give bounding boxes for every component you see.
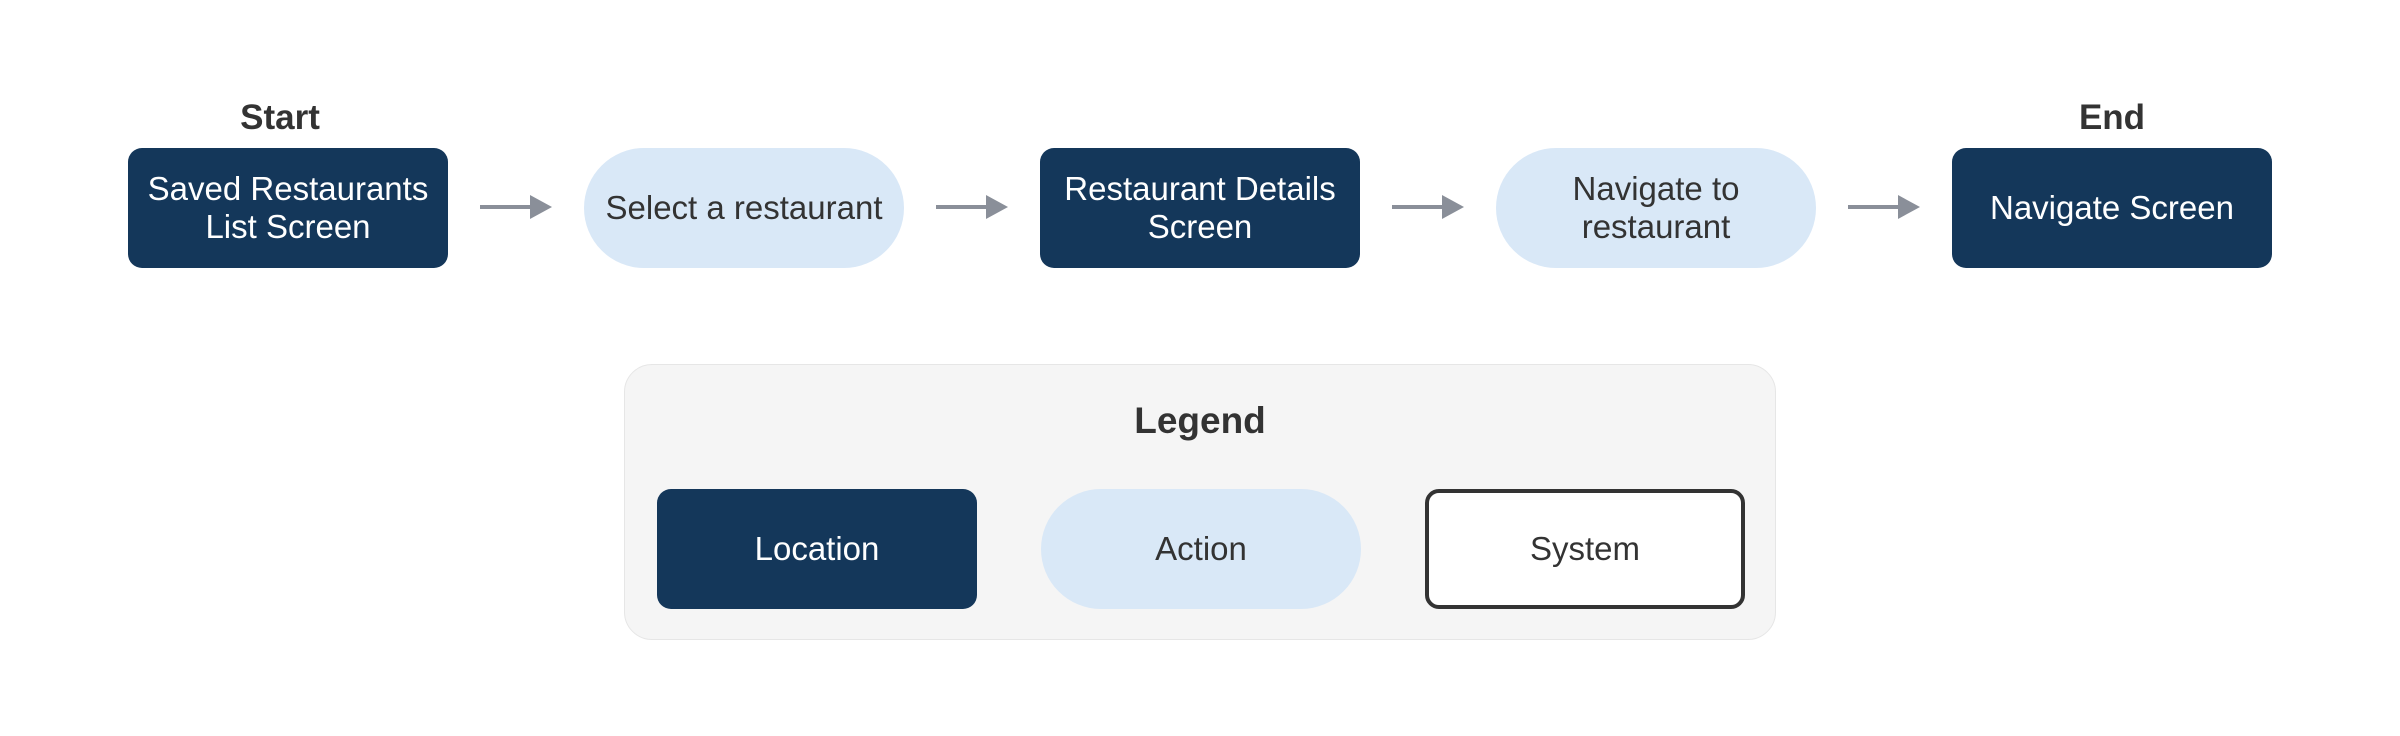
arrow-icon	[480, 195, 552, 219]
legend-title: Legend	[1134, 400, 1266, 441]
node-restaurant-details-screen: Restaurant Details Screen	[1040, 148, 1360, 268]
arrow-icon	[1848, 195, 1920, 219]
arrow-icon	[936, 195, 1008, 219]
node-select-a-restaurant: Select a restaurant	[584, 148, 904, 268]
legend-item-system: System	[1425, 489, 1745, 609]
legend-item-action: Action	[1041, 489, 1361, 609]
node-navigate-to-restaurant: Navigate to restaurant	[1496, 148, 1816, 268]
end-label: End	[2078, 98, 2146, 137]
legend-panel: Legend Location Action System	[624, 364, 1776, 640]
node-navigate-screen: Navigate Screen	[1952, 148, 2272, 268]
start-label: Start	[240, 98, 320, 137]
arrow-icon	[1392, 195, 1464, 219]
legend-item-location: Location	[657, 489, 977, 609]
node-saved-restaurants-list-screen: Saved Restaurants List Screen	[128, 148, 448, 268]
